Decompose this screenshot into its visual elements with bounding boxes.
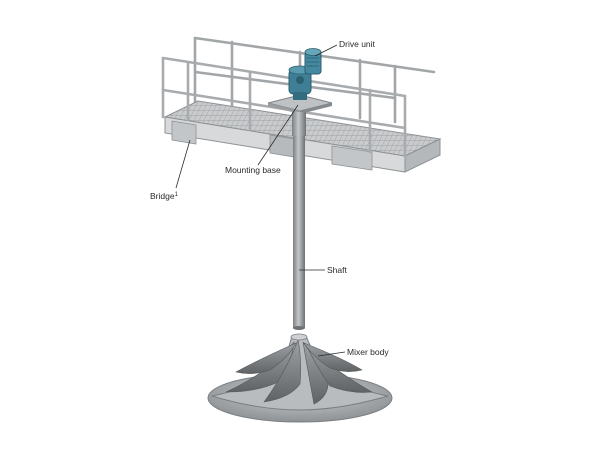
leader-mounting-base: [257, 104, 299, 166]
label-bridge-text: Bridge1: [150, 191, 179, 201]
drive-unit-motor-icon: [288, 48, 322, 100]
label-drive-unit-group: Drive unit: [314, 39, 376, 57]
mounting-base: [267, 94, 333, 136]
label-shaft: Shaft: [327, 265, 347, 275]
label-mixer-body: Mixer body: [347, 347, 389, 357]
label-mounting-base: Mounting base: [225, 165, 281, 175]
label-drive-unit: Drive unit: [339, 39, 376, 49]
label-bridge: Bridge: [150, 191, 175, 201]
label-bridge-group: Bridge1: [150, 139, 191, 201]
mixer-body-impeller-icon: [207, 333, 393, 423]
label-mounting-base-group: Mounting base: [225, 104, 299, 175]
leader-drive-unit: [314, 44, 338, 57]
leader-mixer-body: [317, 351, 346, 357]
leader-bridge: [175, 139, 191, 189]
label-bridge-footnote: 1: [175, 192, 179, 198]
label-mixer-body-group: Mixer body: [317, 347, 389, 357]
label-shaft-group: Shaft: [299, 265, 347, 275]
shaft: [293, 136, 305, 330]
